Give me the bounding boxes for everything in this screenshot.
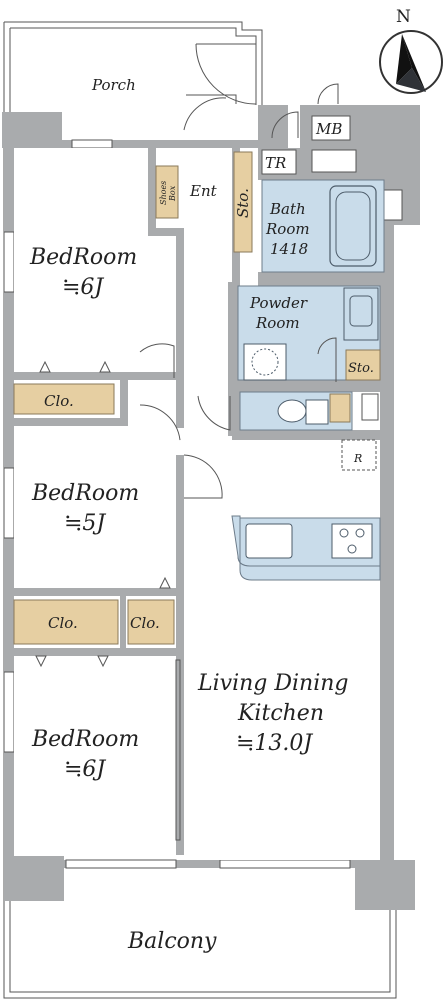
mb-door [317,83,339,105]
kitchen-sink-icon [245,523,293,559]
bedroom1-floor [14,148,148,372]
porch-door [186,43,257,105]
ldk-label-1: Living Dining [197,671,349,696]
mb-box [311,115,351,141]
closet-door-markers [35,360,171,668]
closet1-label: Clo. [44,392,74,410]
stove-icon [331,523,373,559]
entrance-label: Ent [189,182,218,200]
toilet-storage [329,393,351,423]
bedroom2-size: ≒5J [64,511,106,536]
closet2-label: Clo. [48,614,78,632]
bathtub-icon [329,185,377,267]
storage-entrance-box [233,151,253,253]
compass-north-label: N [396,7,411,27]
shoes-box-label-1: Shoes [159,181,168,205]
bedroom3-size: ≒6J [64,757,106,782]
mb-label: MB [315,120,342,138]
bath-label-2: Room [265,220,310,238]
compass-icon [379,30,443,94]
refrigerator-label: R [353,452,362,465]
toilet-icon [277,399,329,425]
storage-powder-label: Sto. [348,361,374,376]
refrigerator-icon [341,439,377,471]
balcony-label: Balcony [127,929,217,954]
bedroom3-name: BedRoom [31,727,139,752]
closet3-label: Clo. [130,614,160,632]
tr-label: TR [265,154,286,172]
bath-label-3: 1418 [270,240,308,258]
interior-doors [139,97,337,499]
bath-label-1: Bath [269,200,306,218]
bedroom2-name: BedRoom [31,481,139,506]
bedroom1-name: BedRoom [29,245,137,270]
tr-door [271,111,299,139]
bedroom3-floor [14,656,176,856]
closet2-box [13,599,119,645]
shoes-box-label-2: Box [168,185,177,202]
storage-entrance-label: Sto. [234,188,252,218]
tr-side-box [311,149,357,173]
tr-box [261,149,297,175]
bedroom2-floor [14,426,176,588]
ldk-size: ≒13.0J [236,731,313,756]
ldk-label-2: Kitchen [237,701,324,726]
powder-label-1: Powder [249,294,308,312]
powder-label-2: Room [255,314,300,332]
ldk-floor [184,440,380,860]
washer-icon [243,343,287,381]
shoes-box [155,165,179,219]
closet1-box [13,383,115,415]
bedroom3-sliding-partition [175,659,181,841]
storage-powder-box [345,349,381,381]
toilet-window [361,393,379,421]
bedroom1-size: ≒6J [62,275,104,300]
closet3-box [127,599,175,645]
porch-label: Porch [91,76,136,94]
